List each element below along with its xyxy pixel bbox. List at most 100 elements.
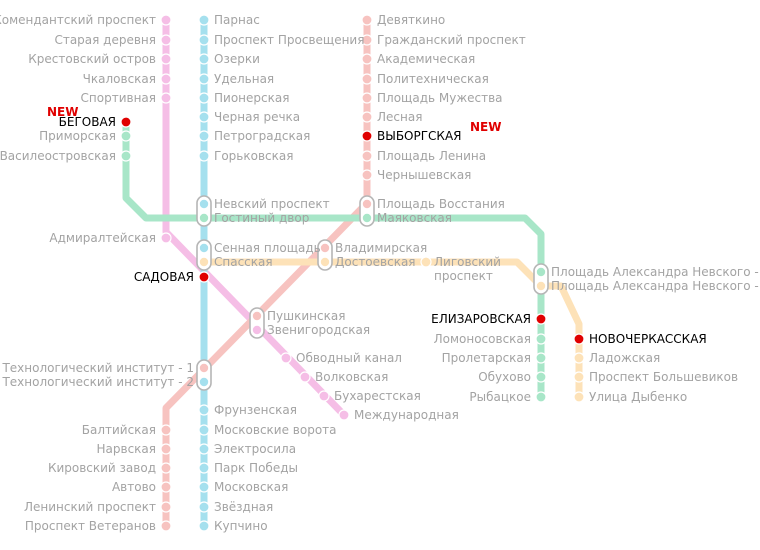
station-label-выборгская: ВЫБОРГСКАЯ [377,129,462,143]
station-label-гражданский-проспект: Гражданский проспект [377,33,526,47]
transfer-dot-площадь-александра-невского-1[interactable] [536,267,546,277]
transfer-dot-достоевская[interactable] [320,257,330,267]
station-dot-приморская[interactable] [120,130,132,142]
station-dot-звёздная[interactable] [198,501,210,513]
station-dot-елизаровская[interactable] [535,313,547,325]
transfer-dot-технологический-институт-1[interactable] [199,363,209,373]
station-dot-черная-речка[interactable] [198,111,210,123]
station-dot-девяткино[interactable] [361,14,373,26]
station-dot-озерки[interactable] [198,53,210,65]
transfer-dot-площадь-восстания[interactable] [362,199,372,209]
station-dot-фрунзенская[interactable] [198,404,210,416]
station-label-маяковская: Маяковская [377,211,452,225]
station-dot-парк-победы[interactable] [198,462,210,474]
station-label-нарвская: Нарвская [97,442,156,456]
station-dot-пионерская[interactable] [198,92,210,104]
station-dot-выборгская[interactable] [361,130,373,142]
station-dot-ломоносовская[interactable] [535,333,547,345]
station-dot-адмиралтейская[interactable] [160,232,172,244]
station-label-проспект-большевиков: Проспект Большевиков [589,370,738,384]
station-label-василеостровская: Василеостровская [0,149,116,163]
station-dot-нарвская[interactable] [160,443,172,455]
station-label-московские-ворота: Московские ворота [214,423,337,437]
transfer-dot-гостиный-двор[interactable] [199,213,209,223]
station-label-спортивная: Спортивная [81,91,156,105]
station-dot-московская[interactable] [198,481,210,493]
station-dot-гражданский-проспект[interactable] [361,34,373,46]
station-dot-ладожская[interactable] [573,352,585,364]
station-label-площадь-мужества: Площадь Мужества [377,91,503,105]
station-dot-лиговский-проспект[interactable] [420,256,432,268]
station-dot-купчино[interactable] [198,520,210,532]
station-dot-кировский-завод[interactable] [160,462,172,474]
station-label-автово: Автово [112,480,156,494]
station-dot-электросила[interactable] [198,443,210,455]
station-dot-проспект-большевиков[interactable] [573,371,585,383]
transfer-dot-спасская[interactable] [199,257,209,267]
station-label-волковская: Волковская [315,370,388,384]
station-label-ломоносовская: Ломоносовская [434,332,531,346]
station-dot-автово[interactable] [160,481,172,493]
station-label-озерки: Озерки [214,52,260,66]
station-dot-садовая[interactable] [198,271,210,283]
station-label-площадь-ленина: Площадь Ленина [377,149,486,163]
station-dot-политехническая[interactable] [361,73,373,85]
station-dot-обухово[interactable] [535,371,547,383]
station-dot-чкаловская[interactable] [160,73,172,85]
station-dot-проспект-ветеранов[interactable] [160,520,172,532]
transfer-dot-звенигородская[interactable] [252,325,262,335]
station-dot-новочеркасская[interactable] [573,333,585,345]
station-dot-академическая[interactable] [361,53,373,65]
transfer-dot-маяковская[interactable] [362,213,372,223]
station-dot-пролетарская[interactable] [535,352,547,364]
station-dot-площадь-мужества[interactable] [361,92,373,104]
station-label-ладожская: Ладожская [589,351,660,365]
station-label-площадь-александра-невского-1: Площадь Александра Невского - 1 [551,265,760,279]
station-dot-проспект-просвещения[interactable] [198,34,210,46]
station-dot-рыбацкое[interactable] [535,391,547,403]
station-label-черная-речка: Черная речка [214,110,300,124]
station-label-девяткино: Девяткино [377,13,445,27]
station-dot-площадь-ленина[interactable] [361,150,373,162]
station-label-горьковская: Горьковская [214,149,293,163]
station-label-обухово: Обухово [478,370,531,384]
station-dot-московские-ворота[interactable] [198,424,210,436]
station-label-московская: Московская [214,480,288,494]
station-dot-горьковская[interactable] [198,150,210,162]
station-label-достоевская: Достоевская [335,255,416,269]
station-dot-спортивная[interactable] [160,92,172,104]
transfer-dot-невский-проспект[interactable] [199,199,209,209]
station-dot-удельная[interactable] [198,73,210,85]
station-dot-лесная[interactable] [361,111,373,123]
station-dot-василеостровская[interactable] [120,150,132,162]
station-dot-улица-дыбенко[interactable] [573,391,585,403]
station-label-академическая: Академическая [377,52,475,66]
station-label-адмиралтейская: Адмиралтейская [49,231,156,245]
station-label-звенигородская: Звенигородская [267,323,370,337]
station-dot-волковская[interactable] [299,371,311,383]
transfer-dot-технологический-институт-2[interactable] [199,377,209,387]
station-dot-беговая[interactable] [120,116,132,128]
transfer-dot-площадь-александра-невского-2[interactable] [536,281,546,291]
station-label-технологический-институт-1: Технологический институт - 1 [1,361,194,375]
transfer-dot-сенная-площадь[interactable] [199,243,209,253]
station-dot-обводный-канал[interactable] [280,352,292,364]
station-label-площадь-восстания: Площадь Восстания [377,197,505,211]
transfer-dot-пушкинская[interactable] [252,311,262,321]
station-dot-бухарестская[interactable] [318,390,330,402]
station-dot-чернышевская[interactable] [361,169,373,181]
station-dot-комендантский-проспект[interactable] [160,14,172,26]
metro-line-line3 [122,118,545,401]
station-dot-старая-деревня[interactable] [160,34,172,46]
station-dot-петроградская[interactable] [198,130,210,142]
station-label-пушкинская: Пушкинская [267,309,345,323]
transfer-dot-владимирская[interactable] [320,243,330,253]
station-dot-балтийская[interactable] [160,424,172,436]
station-dot-международная[interactable] [338,409,350,421]
station-dot-ленинский-проспект[interactable] [160,501,172,513]
station-dot-крестовский-остров[interactable] [160,53,172,65]
station-dot-парнас[interactable] [198,14,210,26]
station-label-елизаровская: ЕЛИЗАРОВСКАЯ [431,312,531,326]
